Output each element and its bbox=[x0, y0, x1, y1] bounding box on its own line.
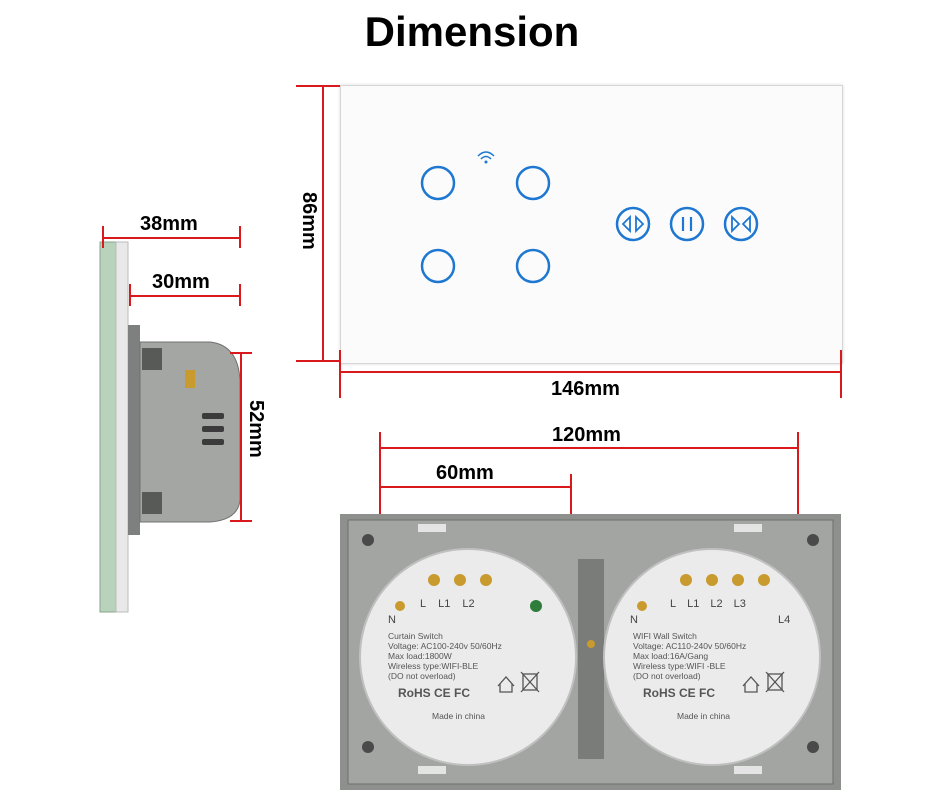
module-max-load: Max load:1800W bbox=[388, 651, 452, 661]
terminal-label: L2 bbox=[710, 598, 723, 610]
label-86mm: 86mm bbox=[298, 192, 320, 250]
dim-line-38mm bbox=[103, 237, 240, 239]
terminal-label: L3 bbox=[733, 598, 746, 610]
touch-button-2 bbox=[515, 165, 551, 201]
module-wireless: Wireless type:WIFI -BLE bbox=[633, 661, 726, 671]
label-120mm: 120mm bbox=[552, 424, 621, 446]
page-title: Dimension bbox=[364, 8, 580, 55]
recycle-bin-icon bbox=[765, 671, 785, 693]
dim-tick bbox=[570, 474, 572, 514]
dim-tick bbox=[797, 432, 799, 514]
right-module bbox=[603, 548, 821, 766]
right-made-in: Made in china bbox=[677, 711, 730, 721]
label-60mm: 60mm bbox=[436, 462, 494, 484]
label-146mm: 146mm bbox=[551, 378, 620, 400]
dim-tick bbox=[102, 226, 104, 248]
front-panel bbox=[340, 85, 843, 364]
left-module-specs: Curtain Switch Voltage: AC100-240v 50/60… bbox=[388, 631, 502, 681]
back-view-drawing bbox=[340, 514, 841, 790]
clip bbox=[418, 766, 446, 774]
mounting-plate-side bbox=[128, 325, 140, 535]
module-wireless: Wireless type:WIFI-BLE bbox=[388, 661, 479, 671]
vent-2 bbox=[202, 426, 224, 432]
module-voltage: Voltage: AC100-240v 50/60Hz bbox=[388, 641, 502, 651]
curtain-pause-button-icon bbox=[669, 206, 705, 242]
curtain-open-button-icon bbox=[615, 206, 651, 242]
label-38mm: 38mm bbox=[140, 213, 198, 235]
panel-frame-side bbox=[115, 241, 129, 613]
center-divider bbox=[578, 559, 604, 759]
module-voltage: Voltage: AC110-240v 50/60Hz bbox=[633, 641, 747, 651]
left-module bbox=[359, 548, 577, 766]
right-cert-marks: RoHS CE FC bbox=[643, 686, 715, 700]
clip bbox=[418, 524, 446, 532]
touch-button-4 bbox=[515, 248, 551, 284]
clip-bottom bbox=[142, 492, 162, 514]
touch-button-3 bbox=[420, 248, 456, 284]
module-name: WIFI Wall Switch bbox=[633, 631, 697, 641]
left-module-terminal-labels: L L1 L2 bbox=[420, 598, 530, 610]
dim-tick bbox=[339, 350, 341, 398]
clip bbox=[734, 766, 762, 774]
module-max-load: Max load:16A/Gang bbox=[633, 651, 709, 661]
mount-hole bbox=[362, 534, 374, 546]
right-neutral-label: N bbox=[630, 614, 638, 626]
curtain-close-button-icon bbox=[723, 206, 759, 242]
dim-tick bbox=[239, 284, 241, 306]
module-warning: (DO not overload) bbox=[633, 671, 701, 681]
terminal-label: L bbox=[670, 598, 677, 610]
dim-tick bbox=[379, 432, 381, 514]
module-name: Curtain Switch bbox=[388, 631, 443, 641]
mount-hole bbox=[807, 534, 819, 546]
dim-tick bbox=[296, 360, 340, 362]
dim-line-146mm bbox=[340, 371, 841, 373]
front-panel-drawing bbox=[420, 151, 759, 284]
dim-line-60mm bbox=[380, 486, 571, 488]
recycle-bin-icon bbox=[520, 671, 540, 693]
terminal-label: L bbox=[420, 598, 427, 610]
vent-1 bbox=[202, 413, 224, 419]
right-module-terminal-labels: L L1 L2 L3 bbox=[670, 598, 810, 610]
clip-top bbox=[142, 348, 162, 370]
label-52mm: 52mm bbox=[245, 400, 267, 458]
left-cert-marks: RoHS CE FC bbox=[398, 686, 470, 700]
terminal-label: L1 bbox=[438, 598, 451, 610]
back-view: L L1 L2 N Curtain Switch Voltage: AC100-… bbox=[340, 514, 841, 790]
terminal-screw-side-1 bbox=[185, 370, 195, 388]
left-terminal-screws bbox=[395, 574, 542, 612]
label-30mm: 30mm bbox=[152, 271, 210, 293]
glass-panel-side bbox=[99, 241, 117, 613]
right-module-specs: WIFI Wall Switch Voltage: AC110-240v 50/… bbox=[633, 631, 746, 681]
dim-tick bbox=[239, 226, 241, 248]
left-made-in: Made in china bbox=[432, 711, 485, 721]
dim-line-86mm bbox=[322, 86, 324, 361]
house-icon bbox=[497, 676, 515, 693]
module-warning: (DO not overload) bbox=[388, 671, 456, 681]
dim-tick bbox=[129, 284, 131, 306]
dim-tick bbox=[840, 350, 842, 398]
vent-3 bbox=[202, 439, 224, 445]
side-view bbox=[90, 230, 290, 620]
wifi-icon bbox=[477, 151, 495, 164]
mount-hole bbox=[807, 741, 819, 753]
clip bbox=[734, 524, 762, 532]
dim-tick bbox=[296, 85, 340, 87]
right-extra-terminal-label: L4 bbox=[778, 614, 791, 626]
side-view-drawing bbox=[99, 241, 241, 613]
dim-line-120mm bbox=[380, 447, 798, 449]
right-terminal-screws bbox=[637, 574, 770, 611]
left-neutral-label: N bbox=[388, 614, 396, 626]
touch-button-1 bbox=[420, 165, 456, 201]
terminal-label: L2 bbox=[462, 598, 475, 610]
terminal-label: L1 bbox=[687, 598, 700, 610]
dim-line-52mm bbox=[240, 353, 242, 521]
dim-tick bbox=[230, 352, 252, 354]
dim-tick bbox=[230, 520, 252, 522]
dim-line-30mm bbox=[130, 295, 240, 297]
mount-hole bbox=[362, 741, 374, 753]
house-icon bbox=[742, 676, 760, 693]
